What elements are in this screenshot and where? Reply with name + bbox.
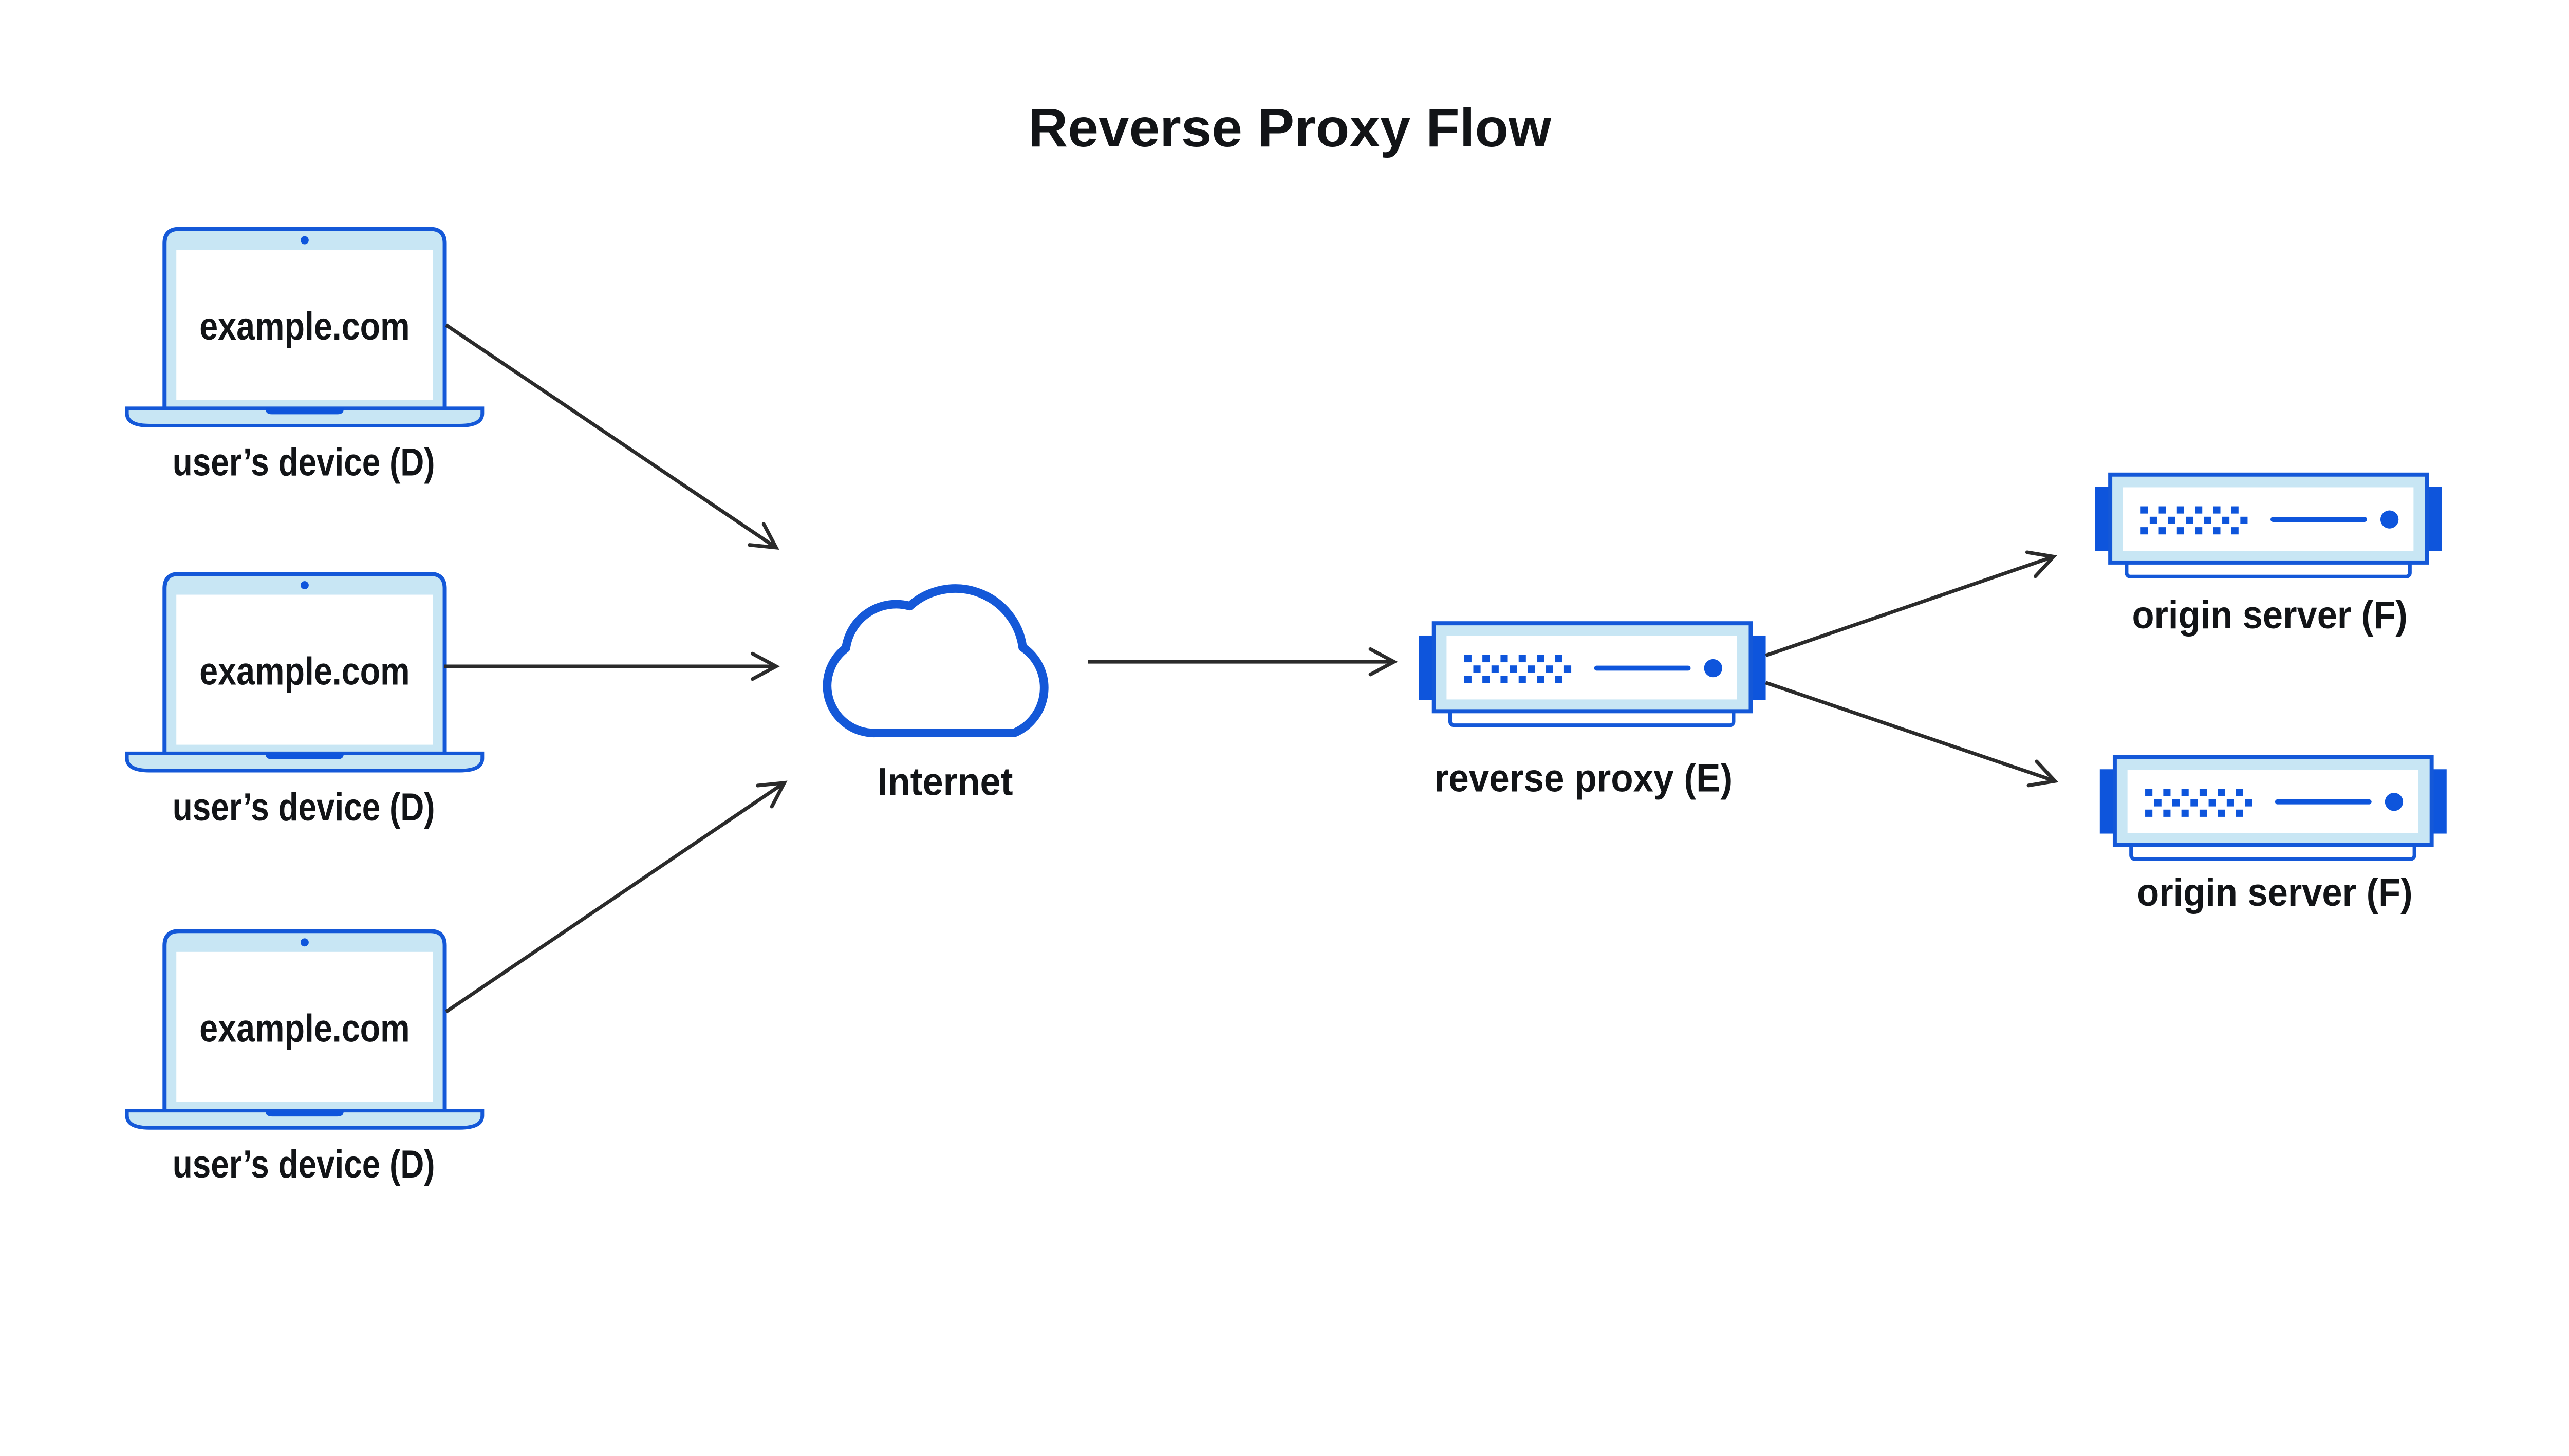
arrow-device3-to-internet <box>445 780 788 1014</box>
device-screen-url: example.com <box>199 1007 409 1051</box>
arrow-proxy-to-origin2 <box>1765 681 2059 788</box>
origin-server-label: origin server (F) <box>2132 593 2407 637</box>
rack-server-icon <box>2100 757 2447 859</box>
device-label: user’s device (D) <box>173 786 435 829</box>
internet-node: Internet <box>823 584 1049 804</box>
arrow-proxy-to-origin1 <box>1765 550 2057 658</box>
device-screen-url: example.com <box>199 649 409 693</box>
reverse-proxy-node: reverse proxy (E) <box>1419 623 1766 800</box>
device-screen-url: example.com <box>199 305 409 348</box>
user-device-3: example.com user’s device (D) <box>127 931 482 1186</box>
reverse-proxy-label: reverse proxy (E) <box>1435 756 1733 800</box>
diagram-title: Reverse Proxy Flow <box>1028 98 1552 158</box>
origin-server-label: origin server (F) <box>2137 871 2412 914</box>
device-label: user’s device (D) <box>173 1143 435 1186</box>
user-device-2: example.com user’s device (D) <box>127 574 482 829</box>
rack-server-icon <box>2095 475 2442 577</box>
reverse-proxy-flow-diagram: Reverse Proxy Flow example.com user’s de… <box>125 97 2449 1187</box>
user-device-1: example.com user’s device (D) <box>127 229 482 484</box>
device-label: user’s device (D) <box>173 441 435 484</box>
arrow-device1-to-internet <box>445 323 779 550</box>
internet-label: Internet <box>878 760 1013 804</box>
cloud-icon <box>823 584 1049 738</box>
flow-arrows <box>444 323 2059 1014</box>
rack-server-icon <box>1419 623 1766 725</box>
origin-server-node-2: origin server (F) <box>2100 757 2447 914</box>
origin-server-node-1: origin server (F) <box>2095 475 2442 637</box>
